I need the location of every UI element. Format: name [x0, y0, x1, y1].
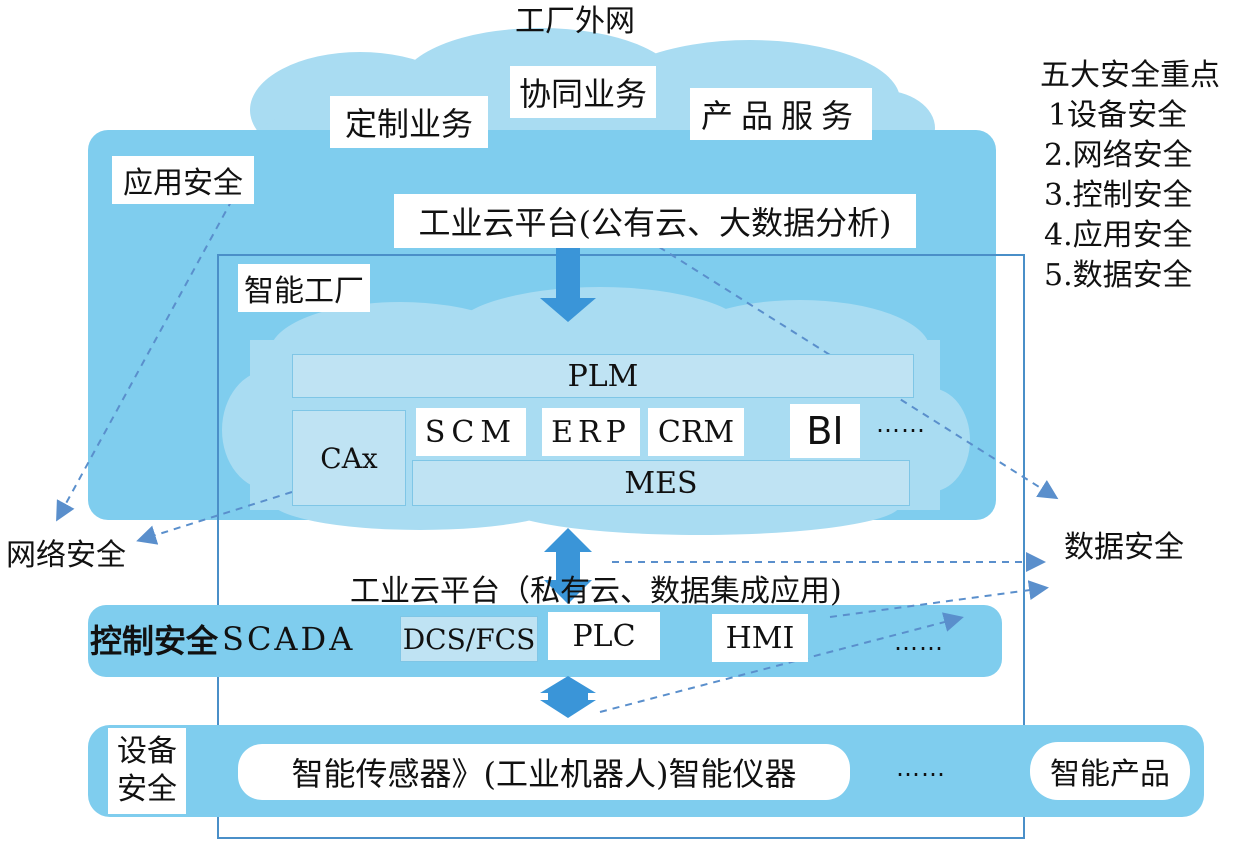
point-4: 4.应用安全: [1044, 218, 1193, 253]
control-more: ……: [894, 628, 944, 656]
scada-label: SCADA: [222, 620, 356, 658]
point-5: 5.数据安全: [1044, 258, 1193, 293]
plm-module: PLM: [292, 354, 914, 398]
cax-module: CAx: [292, 410, 406, 506]
mes-module: MES: [412, 460, 910, 506]
arrow-updown-2: [540, 676, 596, 718]
smart-devices-row: 智能传感器》(工业机器人)智能仪器: [238, 744, 850, 800]
five-security-points: 五大安全重点 1设备安全 2.网络安全 3.控制安全 4.应用安全 5.数据安全: [1040, 56, 1250, 296]
dcs-fcs-box: DCS/FCS: [400, 616, 538, 662]
dash-control-to-data: [829, 580, 1049, 618]
modules-more: ……: [876, 410, 926, 438]
plc-box: PLC: [548, 612, 660, 660]
point-1: 1设备安全: [1048, 98, 1188, 133]
device-security-label: 设备 安全: [108, 728, 186, 814]
public-cloud-platform: 工业云平台(公有云、大数据分析): [394, 194, 916, 248]
network-security-label: 网络安全: [6, 538, 126, 573]
bi-module: BI: [790, 404, 860, 458]
arrow-down: [540, 248, 596, 322]
hmi-box: HMI: [712, 614, 808, 662]
application-security-label: 应用安全: [112, 156, 254, 204]
device-more: ……: [896, 754, 946, 782]
smart-product-box: 智能产品: [1030, 742, 1190, 800]
five-points-title: 五大安全重点: [1040, 58, 1220, 93]
device-security-line1: 设备: [117, 734, 177, 769]
external-network-title: 工厂外网: [515, 4, 635, 39]
private-cloud-platform: 工业云平台（私有云、数据集成应用): [350, 574, 842, 609]
smart-factory-label: 智能工厂: [238, 264, 370, 312]
crm-module: CRM: [648, 408, 744, 456]
arrow-updown-1: [544, 528, 592, 604]
collaborative-business-box: 协同业务: [510, 66, 656, 118]
control-security-label: 控制安全: [90, 622, 219, 660]
scm-module: SCM: [416, 408, 526, 456]
point-3: 3.控制安全: [1044, 178, 1193, 213]
dash-cax-to-network: [136, 491, 293, 545]
control-security-row: 控制安全 SCADA: [82, 612, 394, 666]
dash-app-to-network: [56, 199, 233, 522]
smart-factory-frame: [217, 254, 1025, 839]
custom-business-box: 定制业务: [330, 96, 488, 148]
device-security-line2: 安全: [117, 772, 177, 807]
product-service-box: 产品服务: [690, 88, 872, 140]
dash-device-to-data: [599, 612, 964, 713]
point-2: 2.网络安全: [1044, 138, 1193, 173]
data-security-label: 数据安全: [1064, 530, 1184, 565]
erp-module: ERP: [542, 408, 640, 456]
